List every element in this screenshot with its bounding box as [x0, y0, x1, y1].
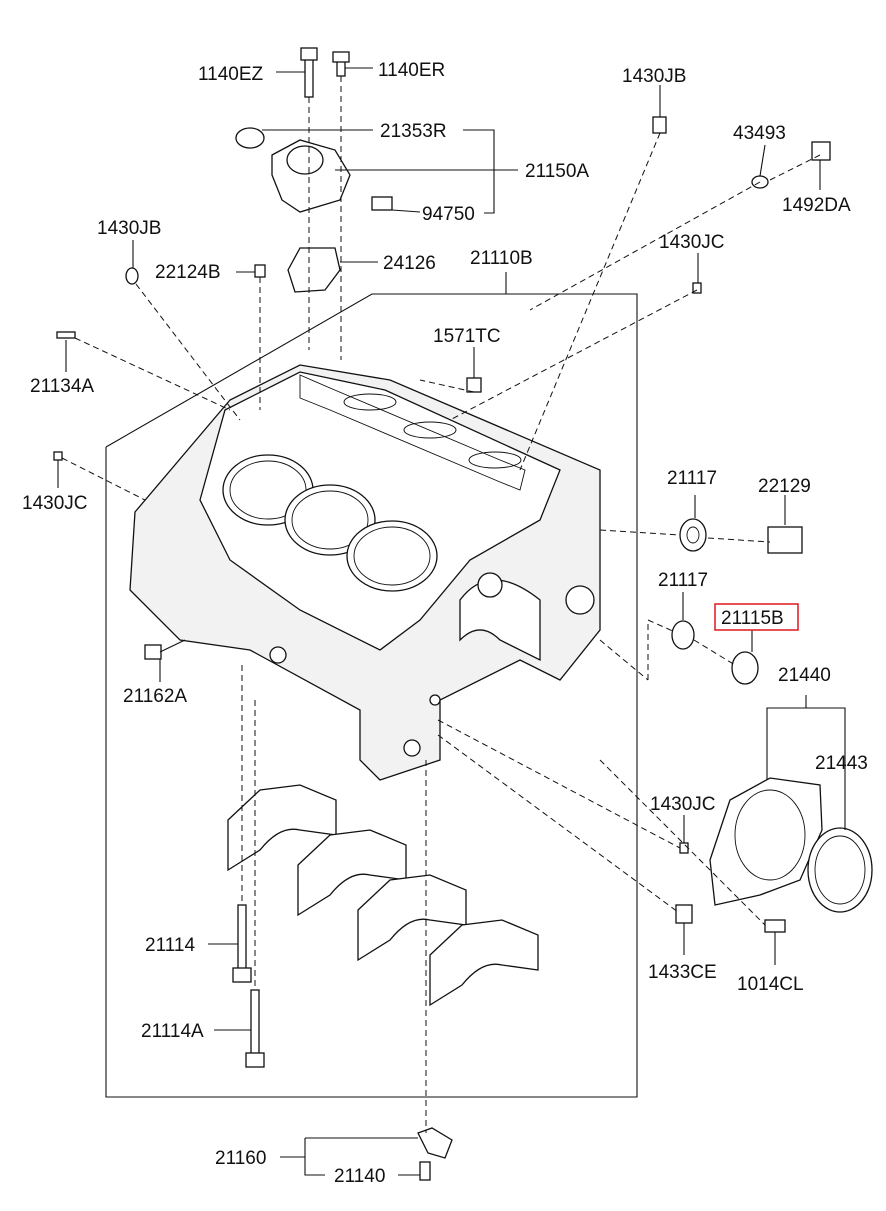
- label-21162A: 21162A: [123, 686, 187, 707]
- right-parts: [144, 518, 873, 933]
- label-1433CE: 1433CE: [648, 962, 717, 983]
- label-21117-b: 21117: [658, 570, 708, 591]
- assembly-frame: [105, 272, 638, 1098]
- label-21353R: 21353R: [380, 121, 447, 142]
- label-21117-a: 21117: [667, 468, 717, 489]
- top-parts: [53, 47, 831, 461]
- bottom-parts: [417, 1127, 453, 1181]
- label-21114A: 21114A: [141, 1021, 204, 1042]
- label-1492DA: 1492DA: [782, 195, 851, 216]
- cylinder-block: [129, 364, 601, 781]
- label-1430JC-right: 1430JC: [659, 232, 725, 253]
- label-21110B: 21110B: [470, 248, 533, 269]
- bearing-caps: [227, 784, 539, 1007]
- label-1140ER: 1140ER: [378, 60, 445, 81]
- label-1430JC-low: 1430JC: [650, 794, 716, 815]
- label-21115B: 21115B: [721, 608, 784, 629]
- label-1430JB-left: 1430JB: [97, 218, 161, 239]
- label-21114: 21114: [145, 935, 195, 956]
- part-labels: 1140EZ 1140ER 1430JB 21353R 21150A 43493…: [22, 60, 868, 1187]
- label-21443: 21443: [815, 753, 868, 774]
- label-22124B: 22124B: [155, 262, 221, 283]
- label-21134A: 21134A: [30, 376, 94, 397]
- label-1014CL: 1014CL: [737, 974, 804, 995]
- label-22129: 22129: [758, 476, 811, 497]
- label-21140: 21140: [334, 1166, 385, 1187]
- label-1430JC-left: 1430JC: [22, 493, 88, 514]
- label-1430JB-top: 1430JB: [622, 66, 686, 87]
- leader-lines: [57, 67, 846, 1176]
- highlight-box: [714, 603, 799, 631]
- label-24126: 24126: [383, 253, 436, 274]
- label-21440: 21440: [778, 665, 831, 686]
- label-43493: 43493: [733, 123, 786, 144]
- label-1571TC: 1571TC: [433, 326, 501, 347]
- bolts-main: [232, 665, 265, 1068]
- label-21150A: 21150A: [525, 161, 589, 182]
- label-1140EZ: 1140EZ: [198, 64, 264, 85]
- label-94750: 94750: [422, 204, 475, 225]
- label-21160: 21160: [215, 1148, 266, 1169]
